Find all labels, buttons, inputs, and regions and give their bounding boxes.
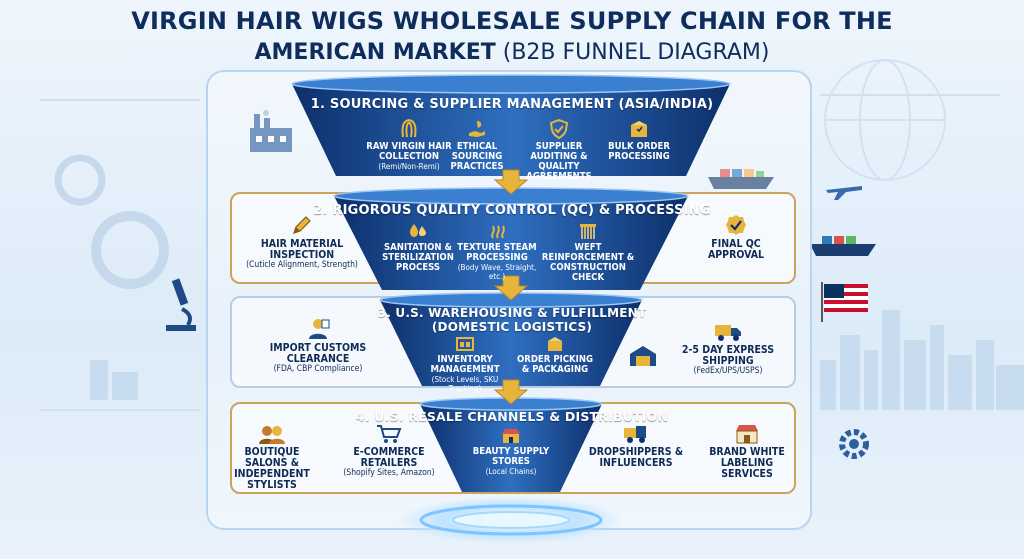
delivery-icon (624, 426, 646, 443)
stage-2-title: 2. RIGOROUS QUALITY CONTROL (QC) & PROCE… (313, 203, 711, 218)
storefront-icon (502, 429, 520, 443)
stage-3-title-line-2: (DOMESTIC LOGISTICS) (431, 320, 593, 334)
cargo-ship-icon (810, 236, 876, 256)
box-icon (631, 121, 647, 137)
stage-1-item-ethical: ETHICAL SOURCING PRACTICES (442, 119, 512, 172)
badge-check-icon (726, 215, 746, 235)
title-line-1: VIRGIN HAIR WIGS WHOLESALE SUPPLY CHAIN … (131, 7, 893, 35)
city-skyline (90, 310, 1024, 410)
stage-4-side-salons: BOUTIQUE SALONS & INDEPENDENT STYLISTS (222, 424, 322, 491)
stage-3-title-line-1: 3. U.S. WAREHOUSING & FULFILLMENT (377, 306, 647, 320)
title-subtitle: (B2B FUNNEL DIAGRAM) (495, 40, 770, 65)
stage-2-side-left: HAIR MATERIAL INSPECTION (Cuticle Alignm… (237, 214, 367, 270)
gear-icon (54, 154, 106, 206)
title-line-2: AMERICAN MARKET (B2B FUNNEL DIAGRAM) (0, 37, 1024, 68)
hand-leaf-icon (469, 121, 485, 137)
stage-3-side-right: 2-5 DAY EXPRESS SHIPPING (FedEx/UPS/USPS… (680, 322, 776, 376)
stage-2-item-sanitation: SANITATION & STERILIZATION PROCESS (378, 222, 458, 273)
pencil-icon (293, 216, 311, 234)
gear-icon (91, 211, 169, 289)
warehouse-icon (630, 346, 656, 366)
microscope-icon (166, 278, 196, 331)
droplets-icon (410, 224, 426, 237)
stage-4-side-dropshippers: DROPSHIPPERS & INFLUENCERS (581, 424, 691, 469)
inventory-icon (456, 337, 474, 351)
truck-icon (715, 325, 741, 341)
arrow-down-icon (493, 275, 529, 301)
stage-2-side-right: FINAL QC APPROVAL (696, 214, 776, 261)
stage-3-item-picking: ORDER PICKING & PACKAGING (516, 336, 594, 375)
packing-icon (548, 337, 562, 351)
stage-2-item-weft: WEFT REINFORCEMENT & CONSTRUCTION CHECK (536, 222, 640, 283)
stage-3-item-inventory: INVENTORY MANAGEMENT (Stock Levels, SKU … (423, 336, 507, 393)
stage-1-title: 1. SOURCING & SUPPLIER MANAGEMENT (ASIA/… (310, 97, 714, 112)
us-flag-icon (821, 282, 868, 322)
stylists-icon (259, 426, 285, 444)
stage-1-item-raw-hair: RAW VIRGIN HAIR COLLECTION (Remi/Non-Rem… (365, 119, 453, 171)
arrow-down-icon (493, 379, 529, 405)
shield-check-icon (549, 119, 569, 139)
steam-icon (491, 225, 505, 239)
stage-2-item-texture: TEXTURE STEAM PROCESSING (Body Wave, Str… (450, 222, 544, 281)
cargo-ship-icon (708, 169, 774, 189)
funnel-base-glow (399, 496, 623, 544)
airplane-icon (826, 186, 862, 200)
stage-4-title: 4. U.S. RESALE CHANNELS & DISTRIBUTION (355, 409, 669, 424)
globe-icon (824, 59, 946, 181)
customs-officer-icon (309, 319, 330, 339)
gear-icon (839, 429, 869, 459)
stage-4-side-white-label: BRAND WHITE LABELING SERVICES (705, 424, 789, 480)
hair-icon (401, 119, 417, 138)
title-main: AMERICAN MARKET (254, 40, 496, 65)
page-title: VIRGIN HAIR WIGS WHOLESALE SUPPLY CHAIN … (0, 6, 1024, 68)
cart-icon (377, 425, 402, 443)
funnel-segment-3 (379, 292, 643, 386)
arrow-down-icon (493, 169, 529, 195)
weft-icon (580, 224, 596, 239)
stage-3-side-left: IMPORT CUSTOMS CLEARANCE (FDA, CBP Compl… (253, 318, 383, 374)
stage-4-item-beauty-supply: BEAUTY SUPPLY STORES (Local Chains) (470, 428, 552, 476)
factory-icon (250, 110, 292, 152)
stage-1-item-auditing: SUPPLIER AUDITING & QUALITY AGREEMENTS (511, 119, 607, 182)
stage-4-side-ecommerce: E-COMMERCE RETAILERS (Shopify Sites, Ama… (334, 424, 444, 478)
shop-icon (736, 425, 758, 444)
stage-1-item-bulk-order: BULK ORDER PROCESSING (604, 119, 674, 162)
funnel-segment-1 (291, 74, 731, 176)
